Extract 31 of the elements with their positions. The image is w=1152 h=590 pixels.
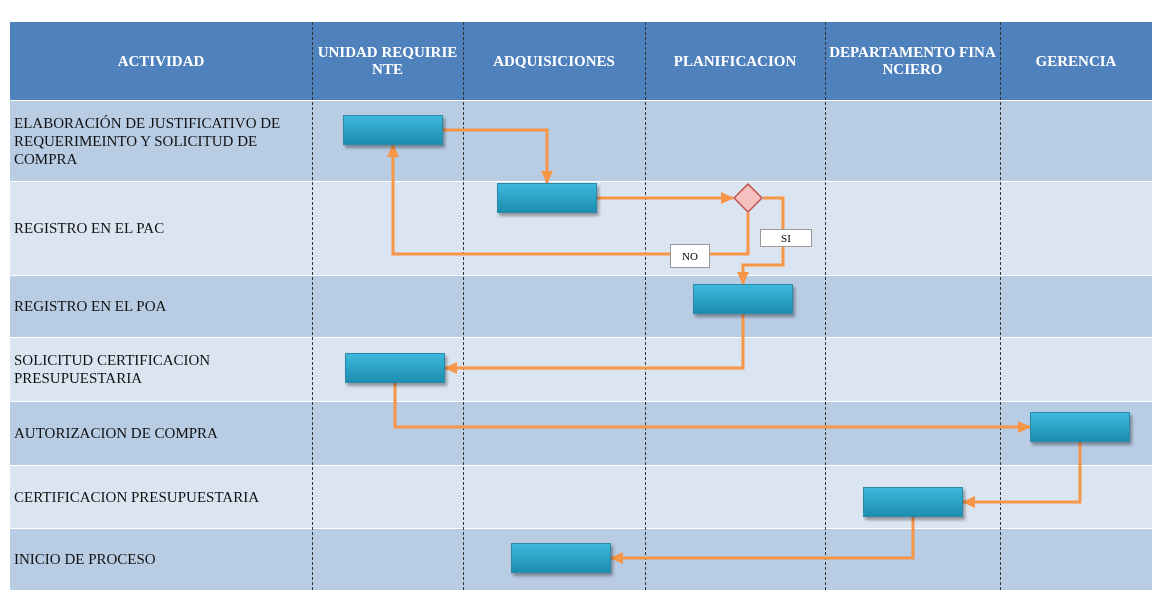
column-header: GERENCIA [1034,51,1118,71]
activity-label: INICIO DE PROCESO [13,550,157,569]
column-header: ACTIVIDAD [116,51,206,71]
arrow [962,442,1082,508]
activity-label: REGISTRO EN EL PAC [13,219,166,238]
activity-label: ELABORACIÓN DE JUSTIFICATIVO DE REQUERIMEINTO Y SOLICITUD DE COMPRA [13,113,282,169]
process-box [693,284,793,314]
arrow [737,196,785,285]
column-header: PLANIFICACION [672,51,798,71]
process-box [343,115,443,145]
column-header: DEPARTAMENTO FINANCIERO [828,43,997,79]
arrow [387,144,750,256]
decision-diamond [733,183,763,213]
arrow [393,383,1031,433]
edge-label: NO [670,244,710,268]
edge-label: SI [760,229,812,247]
column-header: UNIDAD REQUIRIENTE [316,43,459,79]
process-box [345,353,445,383]
activity-label: AUTORIZACION DE COMPRA [13,424,219,443]
activity-label: CERTIFICACION PRESUPUESTARIA [13,487,260,507]
arrow [597,192,734,204]
process-box [863,487,963,517]
process-box [511,543,611,573]
column-header: ADQUISICIONES [492,51,616,71]
process-box [1030,412,1130,442]
arrow [444,314,745,374]
activity-label: SOLICITUD CERTIFICACION PRESUPUESTARIA [13,351,212,388]
activity-label: REGISTRO EN EL POA [13,297,168,316]
arrow [610,517,915,564]
arrow [443,128,553,184]
process-box [497,183,597,213]
